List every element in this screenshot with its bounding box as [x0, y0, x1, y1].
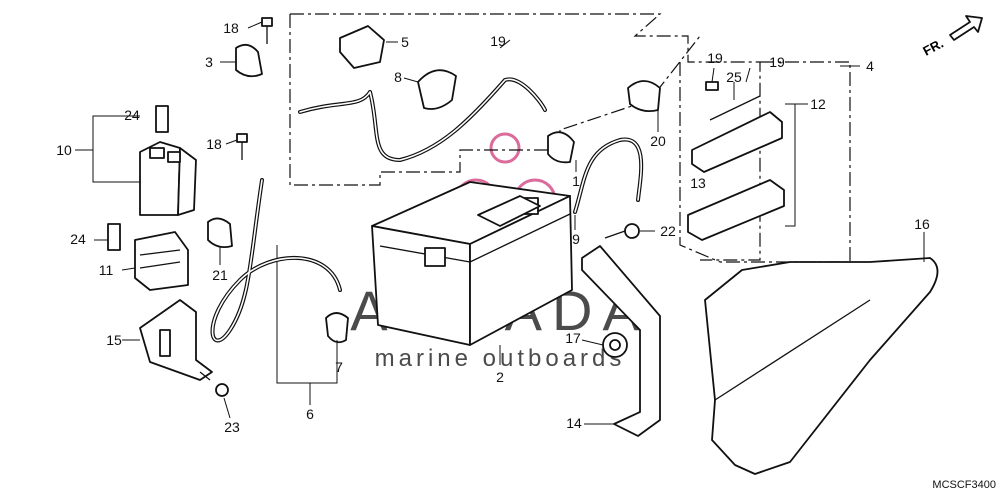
callout-21: 21	[212, 267, 228, 283]
callout-19a: 19	[490, 33, 506, 49]
clip-1	[547, 131, 575, 164]
group-brackets	[75, 103, 808, 405]
callout-4: 4	[866, 58, 874, 74]
callout-3: 3	[205, 54, 213, 70]
grommet-17	[602, 332, 628, 358]
side-cover-16	[704, 257, 939, 475]
harness	[298, 77, 547, 163]
connector-5	[339, 25, 385, 69]
callout-7: 7	[335, 359, 343, 375]
callout-18b: 18	[206, 136, 222, 152]
direction-label: FR.	[920, 36, 946, 59]
bolt-18-upper	[261, 17, 273, 44]
callout-15: 15	[106, 332, 122, 348]
callout-2: 2	[496, 369, 504, 385]
direction-arrow: FR.	[920, 15, 983, 59]
callout-19b: 19	[707, 50, 723, 66]
bolt-18-lower	[236, 133, 248, 160]
callout-17: 17	[565, 330, 581, 346]
callout-25: 25	[726, 69, 742, 85]
watermark-tagline: marine outboards	[375, 345, 626, 372]
clip-3	[235, 43, 263, 78]
callout-6: 6	[306, 406, 314, 422]
fuse-24-lower	[107, 223, 121, 251]
clip-21	[207, 217, 233, 249]
callout-14: 14	[566, 415, 582, 431]
starter-relay	[139, 141, 197, 216]
fuse-24-upper	[155, 105, 169, 133]
callout-20: 20	[650, 133, 666, 149]
bracket-14	[581, 245, 661, 437]
callout-22: 22	[660, 223, 676, 239]
callout-9: 9	[572, 231, 580, 247]
bolt-23	[199, 371, 229, 397]
cable-7-terminal	[325, 312, 349, 344]
callout-labels: 18 5 19 19 19 25 4 3 8 12 24 20 10 18 1 …	[56, 20, 930, 435]
relay-cover	[134, 231, 189, 291]
cap-8	[417, 69, 457, 110]
band-20	[627, 80, 661, 113]
leader-lines	[94, 21, 925, 425]
callout-24b: 24	[70, 231, 86, 247]
callout-19c: 19	[769, 54, 785, 70]
callout-23: 23	[224, 419, 240, 435]
callout-24a: 24	[124, 107, 140, 123]
battery	[371, 181, 573, 346]
callout-8: 8	[394, 69, 402, 85]
callout-11: 11	[99, 262, 114, 278]
fuse-box-12	[691, 81, 783, 173]
callout-1: 1	[572, 173, 580, 189]
bracket-15	[139, 299, 213, 381]
bolt-22	[604, 223, 640, 239]
callout-5: 5	[401, 34, 409, 50]
callout-18a: 18	[223, 20, 239, 36]
callout-16: 16	[914, 216, 930, 232]
callout-13: 13	[690, 175, 706, 191]
cover-13	[687, 179, 785, 241]
callout-12: 12	[810, 96, 826, 112]
cable-9	[573, 137, 644, 214]
diagram-code: MCSCF3400	[932, 479, 996, 491]
callout-10: 10	[56, 142, 72, 158]
cable-6	[210, 178, 342, 343]
